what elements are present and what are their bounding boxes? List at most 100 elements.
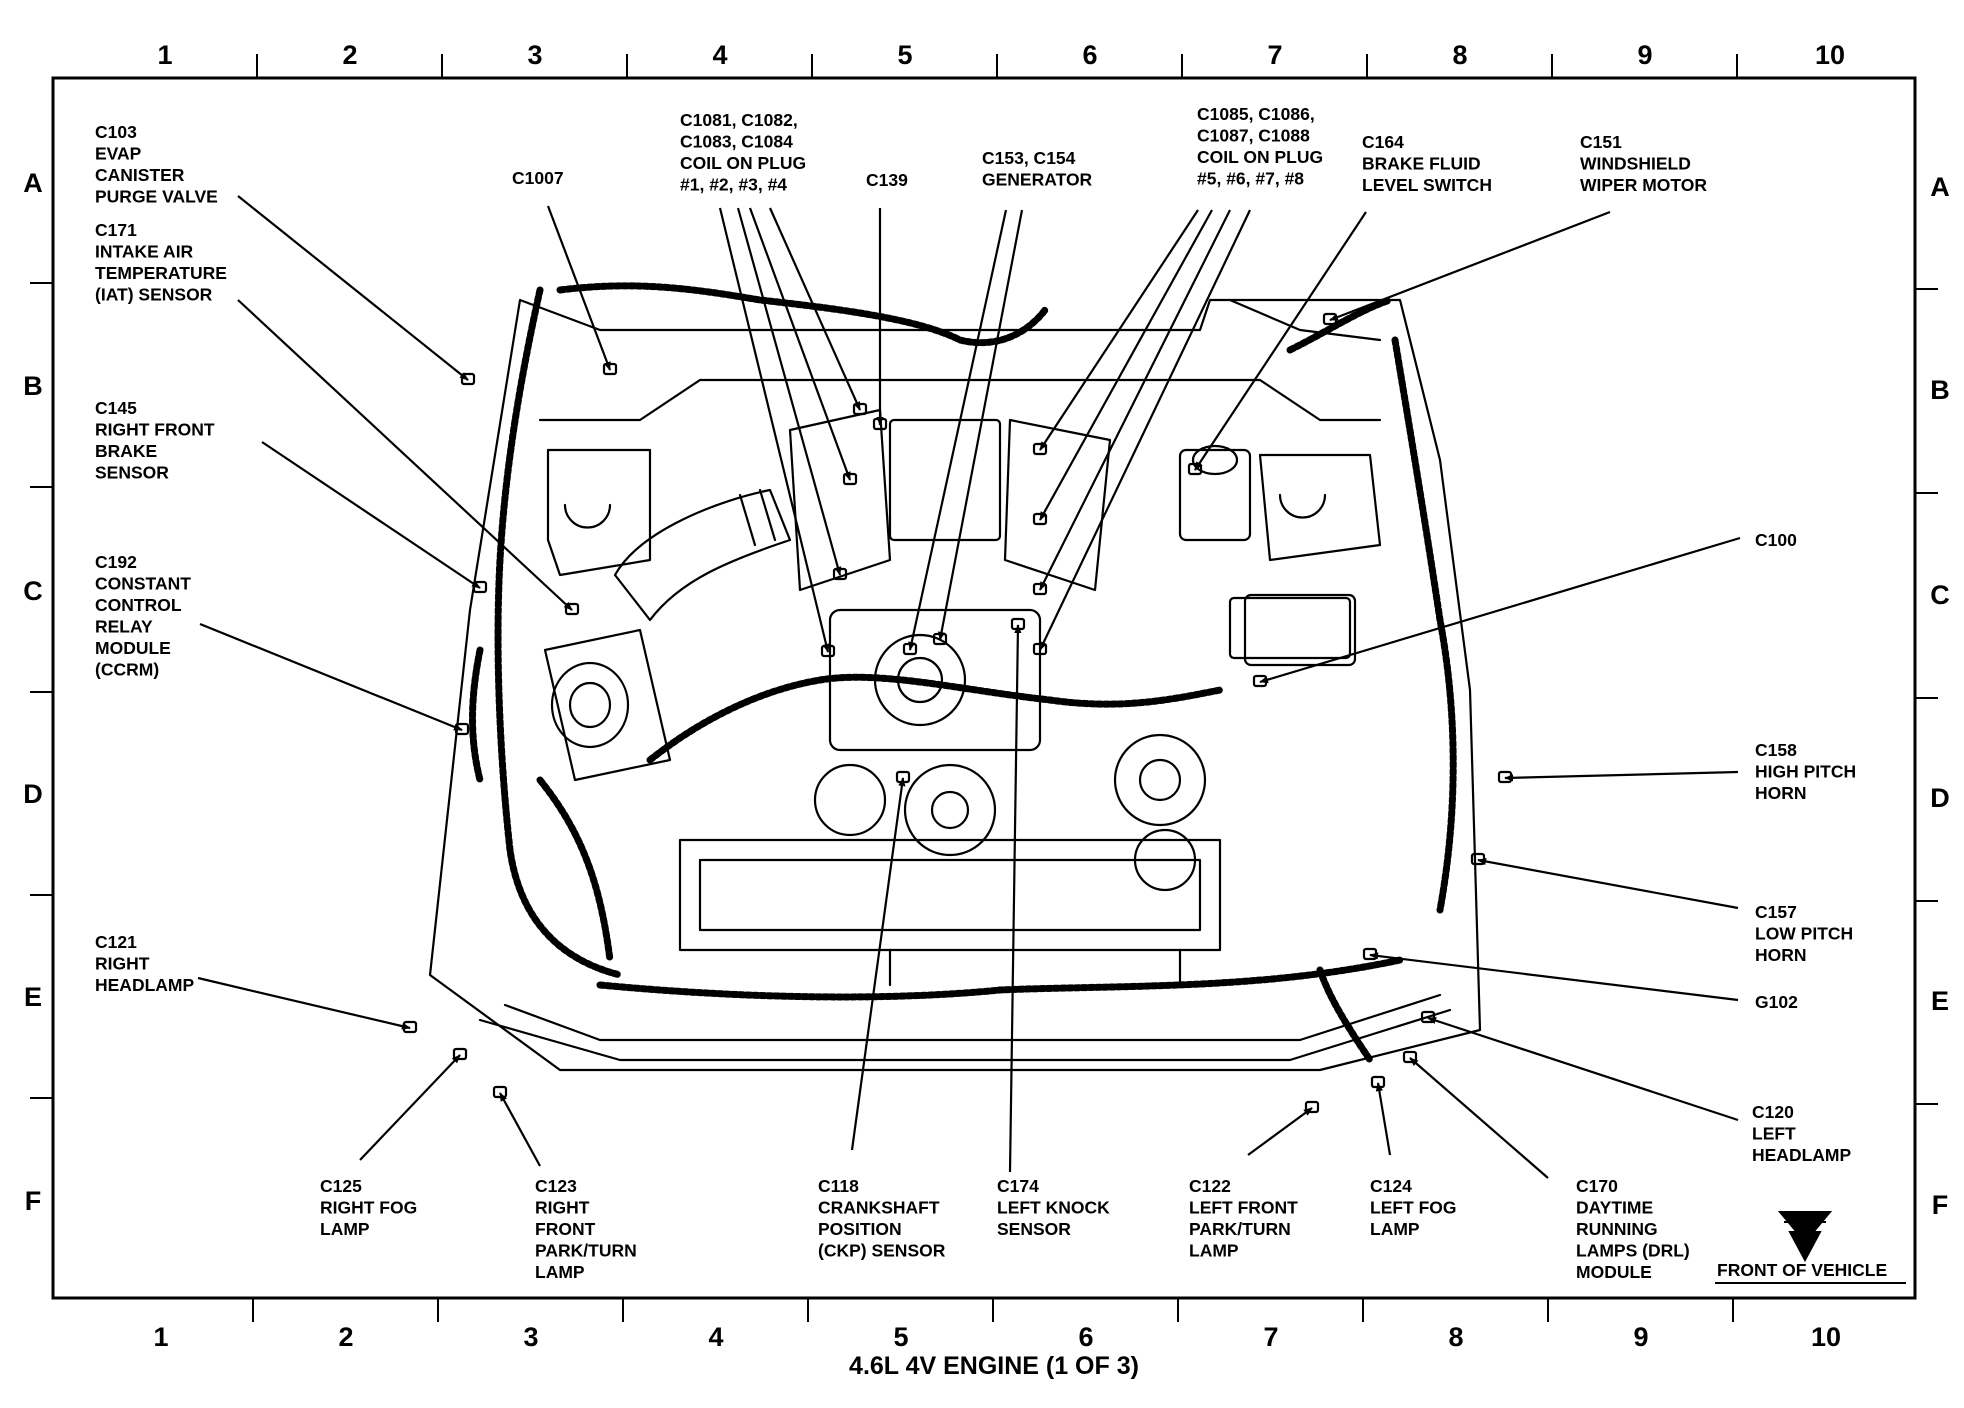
callout-line: PARK/TURN	[1189, 1219, 1291, 1239]
front-of-vehicle-indicator: FRONT OF VEHICLE	[1715, 1211, 1906, 1284]
callout-line: PARK/TURN	[535, 1241, 637, 1261]
leader-arrow	[199, 622, 463, 732]
leader-arrow	[1247, 1107, 1313, 1156]
callout-line: HORN	[1755, 945, 1807, 965]
callout-line: C157	[1755, 902, 1797, 922]
leader-arrow	[1039, 209, 1231, 591]
callout-line: #5, #6, #7, #8	[1197, 169, 1304, 189]
column-number-bottom: 3	[523, 1322, 538, 1352]
callout-line: (CKP) SENSOR	[818, 1241, 946, 1261]
leader-arrow	[1329, 210, 1611, 322]
air-intake-tube-ribs	[738, 488, 777, 547]
harness-center	[646, 673, 1224, 764]
compartment-outline	[428, 298, 1482, 1072]
leader-arrow	[1477, 857, 1739, 910]
callout-c139: C139	[866, 170, 908, 190]
row-letter-right: C	[1930, 580, 1950, 610]
callout-g102: G102	[1755, 992, 1798, 1012]
row-letter-right: E	[1931, 986, 1949, 1016]
leader-arrow	[197, 976, 411, 1030]
valve-cover-right	[788, 408, 892, 592]
column-number-top: 6	[1082, 40, 1097, 70]
callout-line: WIPER MOTOR	[1580, 175, 1707, 195]
valve-cover-left	[1003, 418, 1112, 592]
callout-line: C170	[1576, 1176, 1618, 1196]
callout-line: MODULE	[1576, 1262, 1652, 1282]
callout-line: C171	[95, 220, 137, 240]
column-number-bottom: 8	[1448, 1322, 1463, 1352]
connector-body	[1362, 947, 1378, 961]
callout-line: LEFT FRONT	[1189, 1198, 1298, 1218]
callout-line: C164	[1362, 132, 1404, 152]
column-number-top: 4	[712, 40, 727, 70]
row-letter-left: F	[25, 1186, 42, 1216]
generator-hub	[930, 790, 970, 830]
callout-line: C192	[95, 552, 137, 572]
column-number-bottom: 7	[1263, 1322, 1278, 1352]
callout-line: POSITION	[818, 1219, 902, 1239]
column-number-bottom: 5	[893, 1322, 908, 1352]
right-shock-tower	[546, 448, 652, 577]
harness-left-upper	[1286, 296, 1394, 354]
callout-line: C145	[95, 398, 137, 418]
ps-pump-pulley	[1113, 733, 1207, 827]
callout-line: C125	[320, 1176, 362, 1196]
column-number-top: 5	[897, 40, 912, 70]
column-number-bottom: 2	[338, 1322, 353, 1352]
callout-line: LOW PITCH	[1755, 924, 1853, 944]
harness-left-main	[1391, 336, 1457, 914]
leader-arrow	[850, 777, 906, 1151]
callout-line: LEFT KNOCK	[997, 1198, 1110, 1218]
callout-line: C124	[1370, 1176, 1412, 1196]
callout-line: RIGHT FOG	[320, 1198, 417, 1218]
leader-arrow	[359, 1054, 461, 1161]
callout-line: C120	[1752, 1102, 1794, 1122]
callout-line: C103	[95, 122, 137, 142]
callout-line: BRAKE	[95, 441, 157, 461]
callout-line: LEFT	[1752, 1124, 1796, 1144]
callout-line: C1083, C1084	[680, 132, 793, 152]
callout-line: INTAKE AIR	[95, 242, 194, 262]
maf-sensor-inner	[568, 681, 612, 729]
callout-line: LAMPS (DRL)	[1576, 1241, 1690, 1261]
callout-line: LEFT FOG	[1370, 1198, 1457, 1218]
leader-arrow	[1375, 1082, 1392, 1156]
callout-line: CONSTANT	[95, 574, 191, 594]
leader-arrow	[937, 209, 1024, 641]
leader-arrow	[1409, 1057, 1549, 1179]
column-number-top: 1	[157, 40, 172, 70]
relay-box	[1228, 596, 1352, 660]
cowl-line	[538, 378, 1382, 422]
wiper-cowl	[1228, 298, 1382, 342]
brake-reservoir	[1178, 448, 1252, 542]
zone-tick-marks	[30, 54, 1938, 1322]
callout-line: FRONT	[535, 1219, 596, 1239]
column-number-bottom: 9	[1633, 1322, 1648, 1352]
leader-arrow	[546, 205, 612, 371]
callout-line: BRAKE FLUID	[1362, 154, 1481, 174]
leader-arrow	[748, 207, 852, 481]
row-letter-left: C	[23, 576, 43, 606]
leader-arrow	[718, 207, 830, 653]
callout-line: HORN	[1755, 783, 1807, 803]
callout-line: C121	[95, 932, 137, 952]
leader-arrow	[1039, 209, 1251, 651]
harness-left-front	[1316, 966, 1374, 1064]
left-tower-mark	[1278, 493, 1327, 519]
leader-arrow	[261, 441, 481, 589]
callout-c1007: C1007	[512, 168, 564, 188]
row-letter-right: A	[1930, 172, 1950, 202]
column-number-bottom: 6	[1078, 1322, 1093, 1352]
callout-line: C139	[866, 170, 908, 190]
radiator-shroud	[678, 838, 1222, 952]
leader-arrow	[1504, 770, 1739, 782]
